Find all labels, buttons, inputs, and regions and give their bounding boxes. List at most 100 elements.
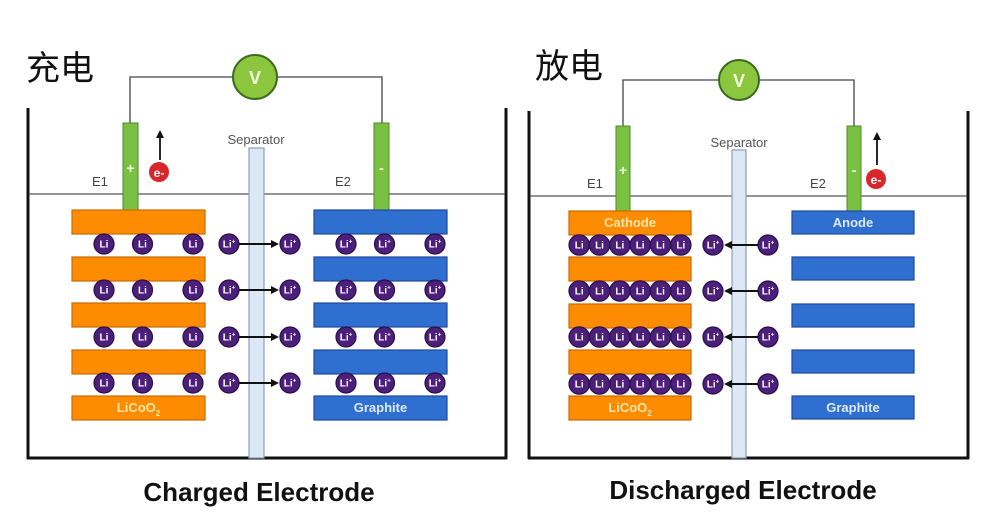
voltmeter: V <box>232 54 278 100</box>
lithium-ion-icon: Li <box>568 280 590 302</box>
lithium-ion-icon: Li <box>568 234 590 256</box>
electrode-layer <box>71 209 206 235</box>
svg-text:Li: Li <box>575 241 584 252</box>
svg-text:Li: Li <box>100 333 109 344</box>
lithium-ion-icon: Li <box>669 280 692 302</box>
svg-text:Li: Li <box>636 380 645 391</box>
lithium-ion-icon: Li+ <box>335 326 357 348</box>
svg-text:Li: Li <box>676 287 685 298</box>
electron-icon <box>149 162 169 182</box>
svg-text:Li: Li <box>656 241 665 252</box>
svg-text:Li+: Li+ <box>340 379 353 390</box>
svg-text:Li: Li <box>595 333 604 344</box>
lithium-ion-icon: Li <box>609 326 631 348</box>
panel-title: 充电 <box>26 49 94 89</box>
svg-text:Li: Li <box>189 333 198 344</box>
svg-text:Li+: Li+ <box>340 240 353 251</box>
svg-text:Li+: Li+ <box>223 379 236 390</box>
svg-text:Li+: Li+ <box>762 333 775 344</box>
electrode-label: E1 <box>587 176 603 191</box>
lithium-ion-icon: Li+ <box>424 326 446 348</box>
svg-text:Li+: Li+ <box>378 240 391 251</box>
svg-text:Li: Li <box>656 333 665 344</box>
lithium-ion-icon: Li <box>588 373 611 395</box>
lithium-ion-icon: Li+ <box>424 372 446 394</box>
lithium-ion-icon: Li <box>609 234 631 256</box>
lithium-ion-icon: Li <box>609 373 631 395</box>
svg-text:Li: Li <box>595 241 604 252</box>
layer-label-bottom: LiCoO2 <box>117 400 161 418</box>
panel-title: 放电 <box>535 47 603 87</box>
lithium-ion-icon: Li <box>93 372 115 394</box>
svg-text:Li+: Li+ <box>707 333 720 344</box>
electrode-layer <box>313 209 448 235</box>
migrating-ions: Li+Li+Li+Li+Li+Li+Li+Li+ <box>218 233 301 394</box>
lithium-ion-icon: Li <box>669 326 692 348</box>
svg-text:Li: Li <box>138 333 147 344</box>
lithium-ion-icon: Li+ <box>757 280 779 302</box>
lithium-ion-icon: Li+ <box>757 234 779 256</box>
svg-text:Li+: Li+ <box>378 333 391 344</box>
electron-flow: e- <box>866 132 886 189</box>
electrode-sign: + <box>126 160 134 176</box>
lithium-ion-icon: Li <box>93 326 115 348</box>
svg-text:Li: Li <box>100 240 109 251</box>
svg-text:Li+: Li+ <box>429 240 442 251</box>
electrode-layer <box>568 210 692 236</box>
lithium-ion-icon: Li <box>629 280 651 302</box>
svg-text:Li: Li <box>636 333 645 344</box>
lithium-ion-icon: Li <box>568 373 590 395</box>
lithium-ion-icon: Li <box>131 372 154 394</box>
lithium-ion-icon: Li+ <box>702 326 724 348</box>
svg-text:Li+: Li+ <box>340 286 353 297</box>
lithium-ion-icon: Li <box>629 373 651 395</box>
lithium-ion-icon: Li+ <box>218 233 240 255</box>
svg-text:Li: Li <box>138 286 147 297</box>
svg-text:Li+: Li+ <box>762 380 775 391</box>
lithium-ion-icon: Li <box>669 234 692 256</box>
electrode-layer <box>71 256 206 282</box>
svg-text:Li: Li <box>100 286 109 297</box>
panel-caption: Charged Electrode <box>143 477 374 507</box>
svg-text:Li: Li <box>676 380 685 391</box>
svg-text:Li+: Li+ <box>340 333 353 344</box>
voltmeter-label: V <box>249 68 261 88</box>
voltmeter-label: V <box>733 71 745 91</box>
electrode-layer <box>313 349 448 375</box>
electron-label: e- <box>871 173 882 187</box>
svg-text:Li: Li <box>138 379 147 390</box>
svg-text:Li: Li <box>189 379 198 390</box>
svg-text:Li+: Li+ <box>762 287 775 298</box>
electrode-layer <box>791 210 915 235</box>
electrode-layer <box>71 349 206 375</box>
layer-label-top: Cathode <box>604 215 656 230</box>
lithium-ion-icon: Li <box>131 279 154 301</box>
svg-text:Li+: Li+ <box>223 240 236 251</box>
lithium-ion-icon: Li <box>182 326 204 348</box>
svg-text:Li: Li <box>615 333 624 344</box>
electrode-layer <box>791 303 915 328</box>
svg-text:Li: Li <box>615 241 624 252</box>
svg-text:Li+: Li+ <box>284 286 297 297</box>
lithium-ion-icon: Li+ <box>279 372 301 394</box>
svg-text:Li+: Li+ <box>284 379 297 390</box>
lithium-ion-icon: Li+ <box>279 279 301 301</box>
lithium-ion-icon: Li+ <box>279 326 301 348</box>
migrating-ions: Li+Li+Li+Li+Li+Li+Li+Li+ <box>702 234 779 395</box>
lithium-ion-icon: Li <box>649 234 672 256</box>
electrode-sign: - <box>852 162 857 178</box>
voltmeter: V <box>718 59 760 101</box>
electron-icon <box>866 169 886 189</box>
lithium-ion-icon: Li <box>649 373 672 395</box>
electrode-layer <box>568 349 692 375</box>
svg-text:Li: Li <box>676 333 685 344</box>
lithium-ion-icon: Li+ <box>373 279 396 301</box>
lithium-ion-icon: Li <box>629 234 651 256</box>
electrode-sign: - <box>379 160 384 176</box>
lithium-ion-icon: Li <box>588 234 611 256</box>
panel-caption: Discharged Electrode <box>609 475 876 505</box>
svg-text:Li+: Li+ <box>707 241 720 252</box>
